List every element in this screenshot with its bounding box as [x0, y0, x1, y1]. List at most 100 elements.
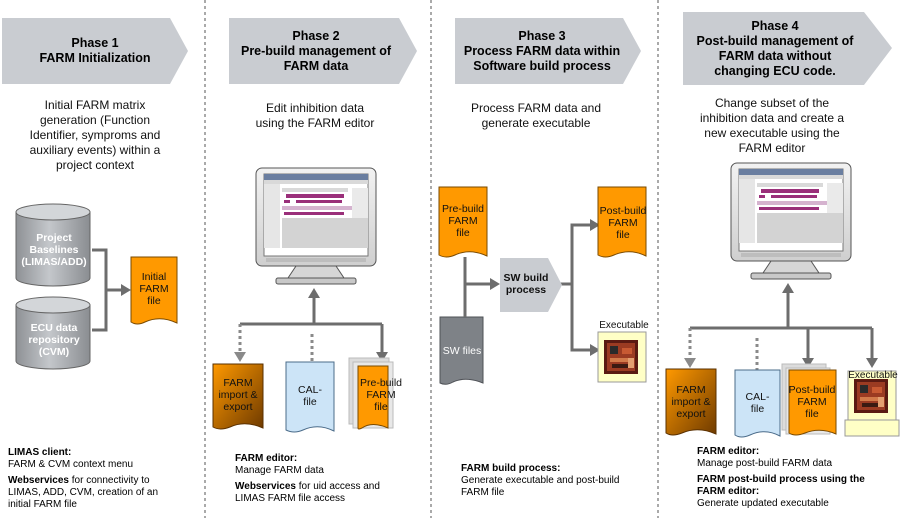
footer-heading: FARM editor: — [697, 486, 760, 497]
label-line: Executable — [599, 320, 649, 331]
label-line: import & — [218, 389, 258, 401]
phase-1-chevron — [2, 18, 188, 84]
label-line: (CVM) — [38, 346, 70, 358]
phase-3-number: Phase 3 — [518, 29, 566, 43]
initial-farm-file: Initial FARM file — [131, 271, 177, 307]
phase-chevrons — [2, 12, 892, 85]
desc-line: generate executable — [481, 116, 591, 130]
label-line: FARM — [223, 377, 253, 389]
p4-cal-file: CAL- file — [735, 391, 780, 415]
desc-line: generation (Function — [39, 113, 151, 127]
p3-postbuild-file-shape — [597, 186, 647, 258]
label-line: file — [805, 408, 819, 420]
footer-text: FARM file — [461, 487, 505, 498]
phase-2-footer: FARM editor: Manage FARM data Webservice… — [235, 453, 430, 505]
ecu-data-label: ECU data repository (CVM) — [14, 322, 94, 358]
label-line: file — [616, 229, 630, 241]
label-line: FARM — [608, 217, 638, 229]
p3-swfiles-shape — [439, 316, 484, 385]
initial-farm-file-shape — [130, 256, 178, 325]
phase-1-number: Phase 1 — [71, 36, 119, 50]
label-line: Executable — [848, 370, 898, 381]
phase-3-footer: FARM build process: Generate executable … — [461, 463, 656, 499]
phase-3-chevron — [455, 18, 641, 84]
label-line: FARM — [676, 384, 706, 396]
phase-4-chevron — [683, 12, 892, 85]
phase-4-description: Change subset of the inhibition data and… — [672, 96, 872, 156]
phase-2-name-line2: FARM data — [283, 59, 349, 73]
phase-2-monitor — [255, 167, 377, 285]
label-line: file — [147, 295, 161, 307]
project-baselines-cylinder — [15, 203, 91, 287]
label-line: file — [303, 396, 317, 408]
p3-prebuild-file-shape — [438, 186, 488, 258]
label-line: SW build — [503, 272, 549, 284]
label-line: Project — [36, 232, 72, 244]
p3-executable-label: Executable — [596, 320, 652, 332]
phase-1-name: FARM Initialization — [39, 51, 151, 65]
footer-text: Webservices for connectivity to — [8, 475, 198, 487]
phase-3-name-line1: Process FARM data within — [463, 44, 621, 58]
desc-line: Edit inhibition data — [265, 101, 365, 115]
label-line: file — [750, 403, 765, 415]
phase-3-description: Process FARM data and generate executabl… — [441, 101, 631, 131]
p2-cal-file-shape — [285, 361, 335, 433]
label-line: SW files — [442, 345, 482, 357]
desc-line: Change subset of the — [714, 96, 830, 110]
footer-text: initial FARM file — [8, 499, 77, 510]
label-line: Post-build — [788, 384, 836, 396]
footer-text: FARM & CVM context menu — [8, 459, 134, 470]
footer-text: Webservices for uid access and — [235, 481, 430, 493]
label-line: file — [374, 401, 388, 413]
phase-4-footer: FARM editor: Manage post-build FARM data… — [697, 446, 897, 510]
desc-line: Process FARM data and — [470, 101, 602, 115]
label-line: FARM — [139, 283, 169, 295]
label-line: process — [505, 284, 547, 296]
label-line: repository — [28, 334, 80, 346]
footer-text: Generate updated executable — [697, 498, 829, 509]
p3-sw-build-process: SW build process — [496, 272, 556, 296]
label-line: file — [456, 227, 470, 239]
phase-2-chevron — [229, 18, 417, 84]
label-line: (LIMAS/ADD) — [21, 256, 87, 268]
footer-heading: FARM editor: — [697, 446, 760, 457]
phase-4-name-line1: Post-build management of — [696, 34, 854, 48]
label-line: CAL- — [745, 391, 770, 403]
footer-text: LIMAS FARM file access — [235, 493, 346, 504]
footer-heading: FARM post-build process using the — [697, 474, 865, 485]
desc-line: inhibition data and create a — [699, 111, 845, 125]
p4-import-export-file: FARM import & export — [666, 384, 716, 420]
phase-1-title: Phase 1 FARM Initialization — [20, 36, 170, 66]
project-baselines-label: Project Baselines (LIMAS/ADD) — [14, 232, 94, 268]
phase-4-monitor — [730, 162, 852, 280]
p4-import-file-shape — [665, 368, 717, 436]
footer-heading: Webservices — [8, 475, 69, 486]
phase-4-name-line2: FARM data without — [718, 49, 832, 63]
label-line: ECU data — [30, 322, 78, 334]
desc-line: FARM editor — [738, 141, 806, 155]
label-line: Initial — [141, 271, 167, 283]
desc-line: auxiliary events) within a — [29, 143, 161, 157]
phase-2-name-line1: Pre-build management of — [240, 44, 392, 58]
p2-cal-file: CAL- file — [286, 384, 334, 408]
footer-text: Manage FARM data — [235, 465, 324, 476]
phase-1-footer: LIMAS client: FARM & CVM context menu We… — [8, 447, 198, 511]
phase-2-description: Edit inhibition data using the FARM edit… — [225, 101, 405, 131]
p2-prebuild-farm-file: Pre-build FARM file — [355, 377, 407, 413]
footer-heading: FARM editor: — [235, 453, 298, 464]
label-line: CAL- — [298, 384, 322, 396]
footer-text: for connectivity to — [68, 475, 150, 486]
label-line: Baselines — [29, 244, 79, 256]
label-line: Pre-build — [359, 377, 403, 389]
label-line: FARM — [366, 389, 396, 401]
p2-import-file-shape — [212, 363, 264, 430]
p2-prebuild-file-shape — [357, 365, 389, 430]
swbuild-chevron-shape — [500, 258, 562, 312]
footer-heading: LIMAS client: — [8, 447, 72, 458]
phase-4-name-line3: changing ECU code. — [714, 64, 836, 78]
p2-import-export-file: FARM import & export — [213, 377, 263, 413]
footer-text: Manage post-build FARM data — [697, 458, 833, 469]
ecu-data-cylinder — [15, 296, 91, 370]
phase-1-description: Initial FARM matrix generation (Function… — [5, 98, 185, 173]
